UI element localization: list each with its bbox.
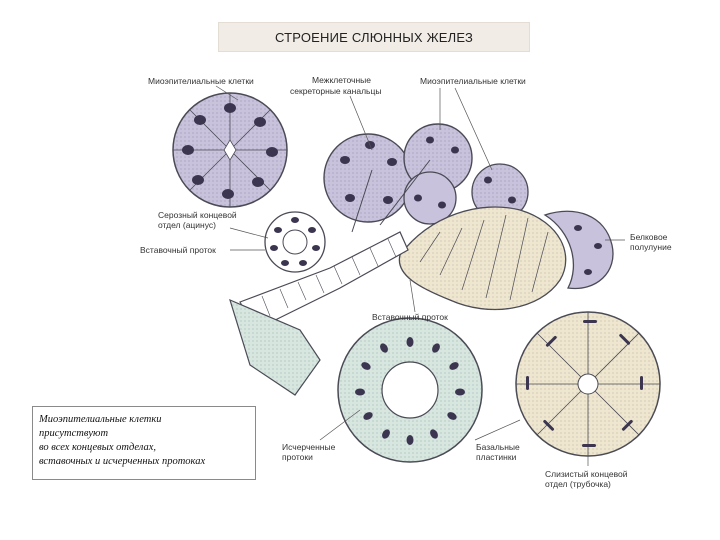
label-mucous-line1: Слизистый концевой [545,469,628,479]
label-mucous-line2: отдел (трубочка) [545,479,611,489]
mucous-tubule-section [515,311,661,457]
label-serous-line2: отдел (ацинус) [158,220,216,230]
label-protein-line2: полулуние [630,242,672,252]
striated-duct-section [337,317,483,463]
label-myoepithelial-left: Миоэпителиальные клетки [148,76,254,86]
serous-acini-cluster [323,123,529,225]
label-striated-line1: Исчерченные [282,442,336,452]
intercalated-duct-section [264,211,326,273]
main-duct [229,159,431,396]
note-line-1: Миоэпителиальные клетки [39,414,162,425]
label-striated-line2: протоки [282,452,313,462]
label-basal-line1: Базальные [476,442,520,452]
label-intercalated-bottom: Вставочный проток [372,312,448,322]
leader-lines [215,85,625,466]
label-protein-line1: Белковое [630,232,668,242]
note-box: Миоэпителиальные клетки присутствуют во … [32,406,256,480]
label-intercellular-line1: Межклеточные [312,75,371,85]
label-myoepithelial-right: Миоэпителиальные клетки [420,76,526,86]
page-title: СТРОЕНИЕ СЛЮННЫХ ЖЕЛЕЗ [218,22,530,52]
note-line-3: во всех концевых отделах, [39,442,157,453]
note-line-2: присутствуют [39,428,109,439]
mucous-tubules [398,206,614,311]
protein-demilune [543,210,614,290]
serous-acinus-large [172,92,288,208]
label-intercellular-line2: секреторные канальцы [290,86,381,96]
label-basal-line2: пластинки [476,452,517,462]
label-intercalated-left: Вставочный проток [140,245,216,255]
label-serous-line1: Серозный концевой [158,210,237,220]
note-line-4: вставочных и исчерченных протоках [39,456,206,467]
